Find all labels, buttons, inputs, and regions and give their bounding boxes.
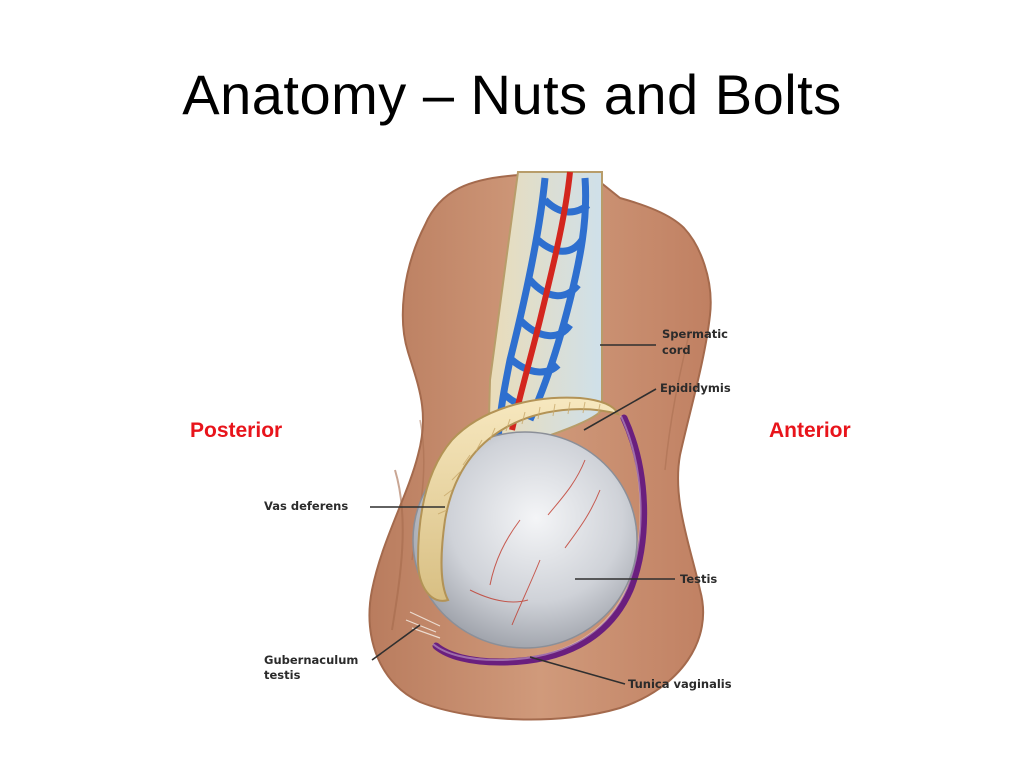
label-gubernaculum-line2: testis [264,668,301,682]
gubernaculum [405,611,441,639]
skin-fold-1 [391,469,404,631]
leader-tunica-vaginalis [529,656,626,685]
label-testis: Testis [680,572,717,586]
label-spermatic-cord-line1: Spermatic [662,327,728,341]
skin-fold-3 [664,329,691,471]
vas-deferens [416,396,620,602]
testis-vessels [469,459,601,626]
leader-gubernaculum [371,624,421,661]
leader-epididymis [583,388,657,431]
testicular-artery [509,171,573,431]
testis [412,431,638,649]
posterior-label: Posterior [190,419,283,442]
label-tunica-vaginalis: Tunica vaginalis [628,677,732,691]
anterior-label: Anterior [769,419,851,442]
slide-title: Anatomy – Nuts and Bolts [182,63,842,126]
label-epididymis: Epididymis [660,381,731,395]
tunica-vaginalis [432,414,648,666]
label-spermatic-cord-line2: cord [662,343,691,357]
spermatic-cord [486,171,603,457]
tunica-vaginalis-highlight [432,415,642,662]
label-vas-deferens: Vas deferens [264,499,348,513]
label-gubernaculum-line1: Gubernaculum [264,653,358,667]
epididymis-ridges [437,401,601,515]
